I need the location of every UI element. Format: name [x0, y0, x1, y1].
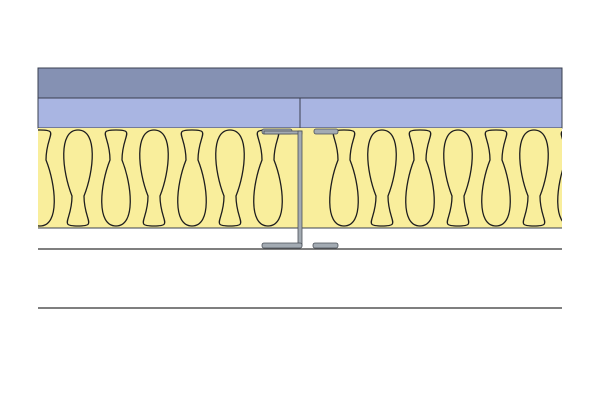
joist-bottom-flange-left: [261, 242, 303, 249]
insulation-loop: [443, 129, 473, 227]
insulation-loop: [405, 129, 435, 227]
joist-bottom-flange-right: [312, 242, 339, 249]
joist-top-flange-right: [313, 128, 339, 135]
insulation-loop: [215, 129, 245, 227]
joist-top-flange: [263, 130, 303, 135]
insulation-loop: [139, 129, 169, 227]
insulation-loop: [367, 129, 397, 227]
joist-web: [297, 130, 303, 247]
insulation-loop: [38, 129, 55, 227]
insulation-loop: [177, 129, 207, 227]
insulation-loop: [519, 129, 549, 227]
insulation-loop: [63, 129, 93, 227]
insulation-loop: [329, 129, 359, 227]
insulation-loop: [253, 129, 283, 227]
insulation-loop: [557, 130, 562, 222]
insulation-loops: [38, 129, 562, 227]
top-board-layer: [37, 67, 563, 99]
steel-i-joist: [261, 128, 339, 249]
insulation-loop: [101, 129, 131, 227]
insulation-loop: [481, 129, 511, 227]
